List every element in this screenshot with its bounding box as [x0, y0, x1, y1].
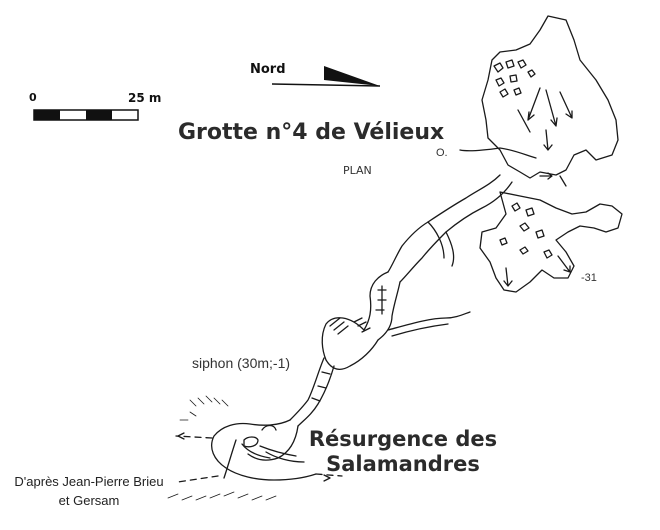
lower-passage-outline — [321, 317, 379, 371]
outflow-dashes-right — [315, 473, 343, 477]
resurgence-title: Résurgence des Salamandres — [308, 427, 498, 477]
outflow-dashes — [175, 435, 219, 483]
terrain-hatching — [167, 395, 277, 501]
author-credit: D'après Jean-Pierre Brieu et Gersam — [14, 474, 164, 508]
siphon-label: siphon (30m;-1) — [192, 355, 291, 371]
chamber-pit — [459, 147, 537, 159]
resurgence-pool — [243, 424, 277, 448]
depth-label: -31 — [581, 272, 597, 284]
chamber-blocks — [493, 59, 536, 98]
main-passage-right-wall — [399, 181, 513, 283]
secondary-slope-arrows — [503, 172, 571, 287]
middle-passage-ticks — [375, 285, 387, 315]
outflow-arrow-left — [177, 432, 185, 440]
scale-end-label: 25 m — [128, 91, 162, 105]
middle-passage-left — [363, 271, 389, 331]
entrance-marker-label: O. — [436, 147, 448, 159]
siphon-passage-left — [289, 357, 325, 421]
siphon-ticks — [311, 371, 331, 402]
outflow-arrow-right — [323, 474, 331, 482]
siphon-passage-right — [297, 365, 335, 427]
resurgence-rock — [259, 445, 305, 463]
scale-start-label: 0 — [29, 91, 37, 104]
north-label: Nord — [250, 62, 286, 77]
side-passage — [427, 221, 455, 267]
plan-label: PLAN — [343, 164, 372, 177]
slope-arrows — [517, 87, 573, 151]
secondary-chamber-blocks — [499, 202, 553, 259]
resurgence-stream — [223, 439, 271, 479]
upper-chamber-outline — [481, 15, 619, 179]
siphon-hatch — [329, 317, 371, 335]
north-arrow-icon — [271, 66, 381, 87]
right-spur — [387, 311, 471, 337]
scale-bar-icon — [33, 109, 139, 121]
map-title: Grotte n°4 de Vélieux — [178, 120, 445, 145]
middle-passage-right — [377, 281, 401, 341]
secondary-chamber-outline — [479, 191, 623, 293]
